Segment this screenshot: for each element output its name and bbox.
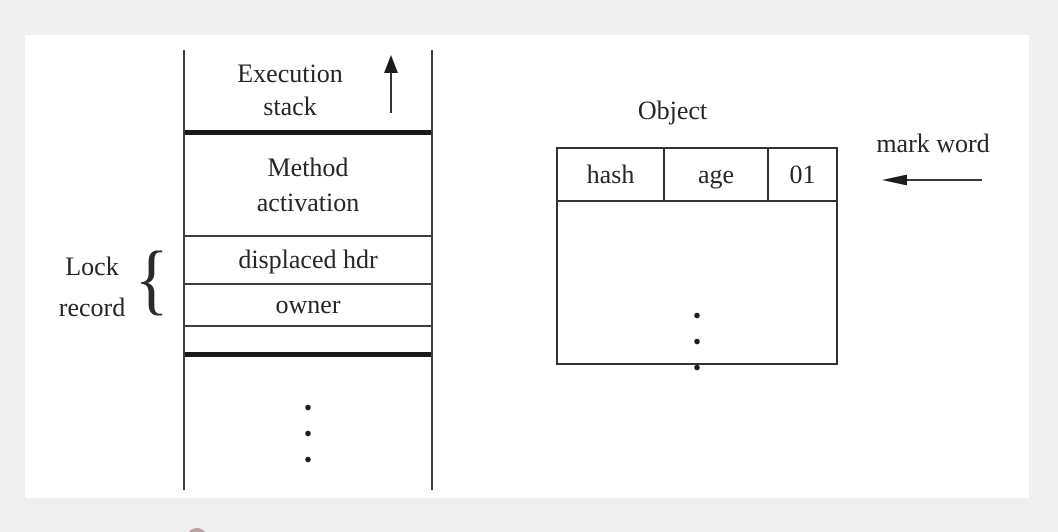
method-activation-line1: Method [267, 153, 349, 182]
header-cell-lock-bits: 01 [789, 160, 816, 189]
row-divider [185, 325, 431, 327]
method-activation-line2: activation [256, 188, 360, 217]
execution-stack-title-line1: Execution [237, 59, 343, 88]
ellipsis-dot: . [692, 289, 702, 326]
displaced-hdr-row: displaced hdr [238, 245, 378, 274]
stack-ellipsis: . . . [185, 381, 431, 470]
ellipsis-dot: . [303, 381, 313, 418]
stack-frame-divider-top [185, 130, 431, 135]
ellipsis-dot: . [303, 433, 313, 470]
lock-record-label: Lock record [42, 246, 142, 328]
header-cell-hash: hash [558, 149, 665, 200]
figure-panel [25, 35, 1029, 498]
lock-record-label-line2: record [58, 293, 126, 322]
execution-stack-title: Execution stack [200, 50, 380, 130]
header-cell-age: age [665, 149, 769, 200]
lock-record-brace: { [134, 235, 169, 322]
ellipsis-dot: . [692, 341, 702, 378]
object-body-ellipsis: . . . [558, 289, 836, 378]
stack-frame-divider-bottom [185, 352, 431, 357]
ellipsis-dot: . [303, 407, 313, 444]
object-box: hash age 01 . . . [556, 147, 838, 377]
row-divider [185, 235, 431, 237]
method-activation-row: Method activation [185, 135, 431, 235]
ellipsis-dot: . [692, 315, 702, 352]
object-header-row: hash age 01 [558, 149, 836, 202]
mark-word-label: mark word [876, 129, 990, 158]
execution-stack-column: Execution stack Method activation displa… [183, 50, 433, 490]
page-indicator-dot [187, 528, 207, 532]
lock-record-label-line1: Lock [65, 252, 119, 281]
object-title: Object [637, 96, 708, 125]
execution-stack-title-line2: stack [263, 92, 317, 121]
owner-row: owner [275, 290, 341, 319]
stack-growth-up-arrow-icon [384, 55, 398, 113]
mark-word-left-arrow-icon [882, 174, 982, 186]
row-divider [185, 283, 431, 285]
